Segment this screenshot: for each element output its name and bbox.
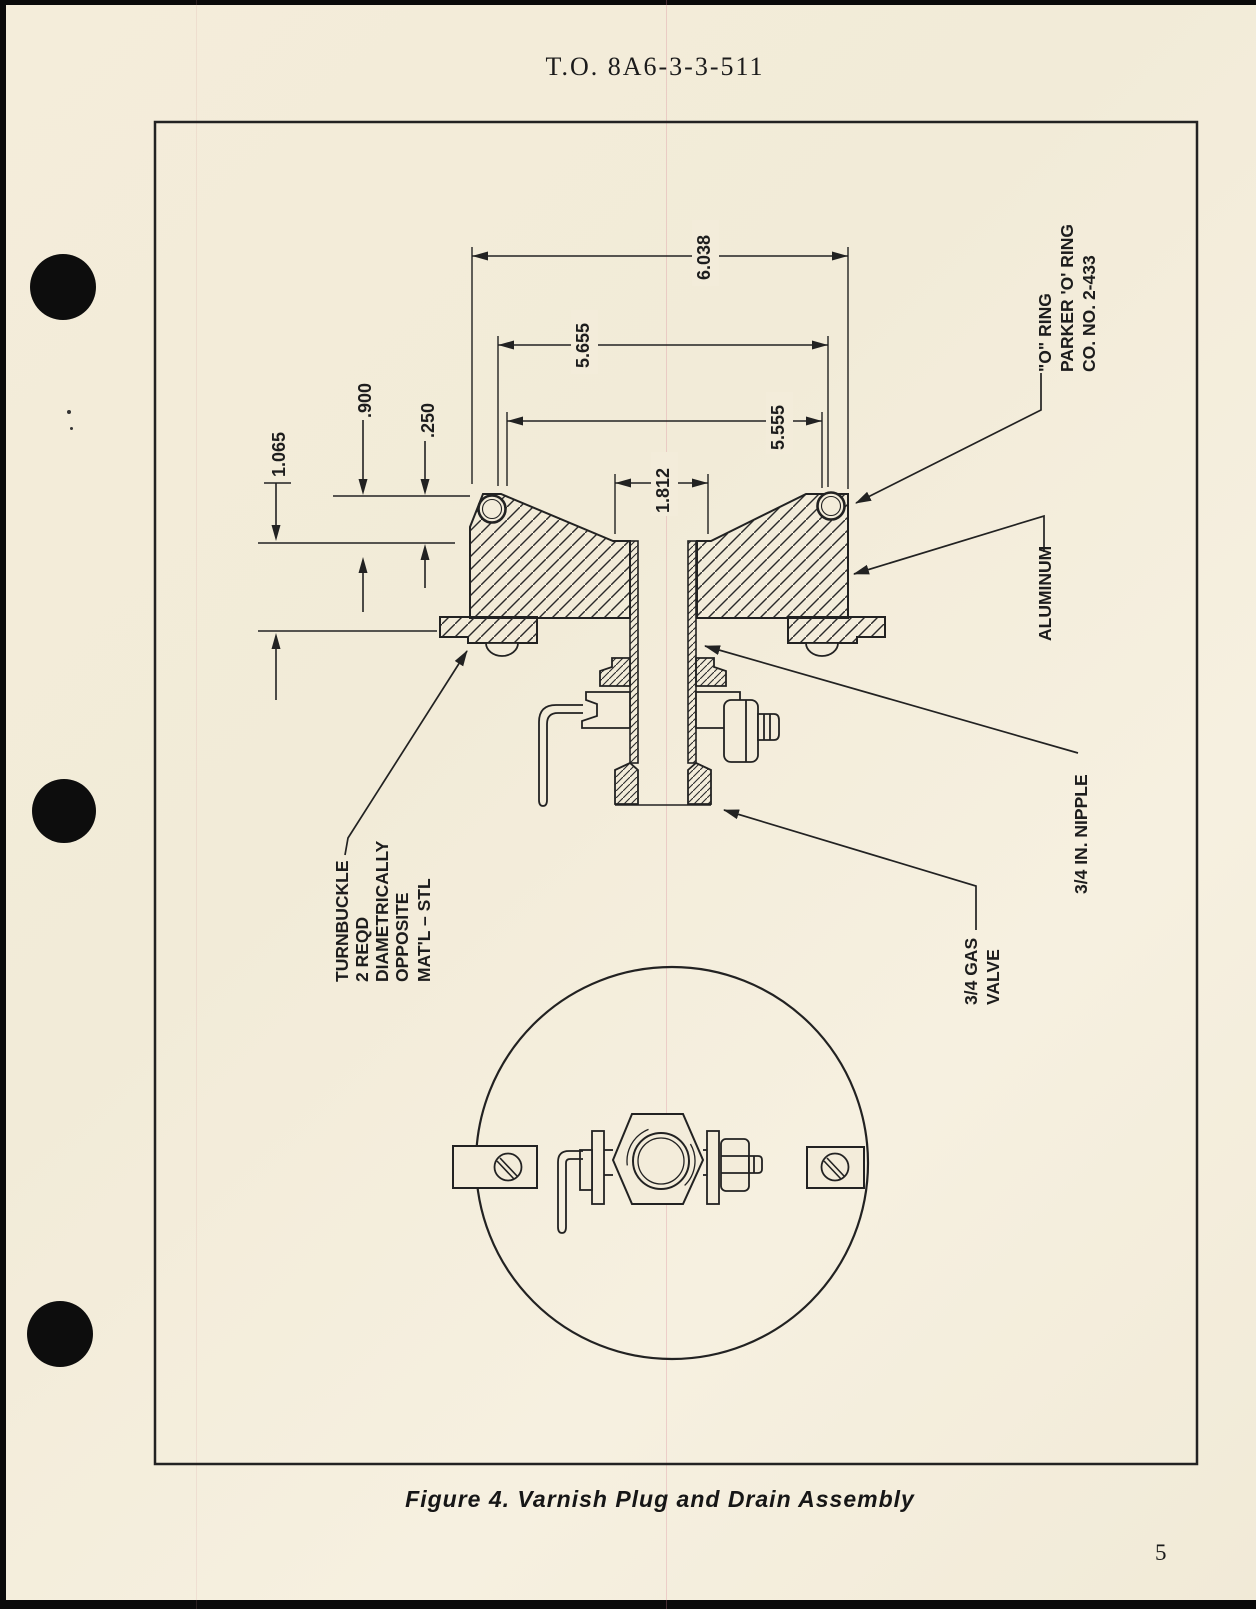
gas-valve-label-line2: VALVE — [983, 949, 1003, 1005]
page-number: 5 — [1155, 1540, 1167, 1565]
dimension-1065: 1.065 — [264, 432, 291, 700]
dim-6038-label: 6.038 — [694, 235, 714, 280]
aluminum-leader-line — [853, 514, 1045, 575]
punch-hole — [32, 779, 96, 843]
dim-250-label: .250 — [418, 403, 438, 438]
turnbuckle-label-line1: TURNBUCKLE — [332, 860, 352, 982]
dimension-900: .900 — [355, 383, 375, 612]
gas-valve-body — [581, 657, 780, 763]
dimension-250: .250 — [418, 403, 438, 588]
o-ring-leader-line — [855, 373, 1042, 504]
o-ring-label-line1: "O" RING — [1035, 293, 1055, 372]
turnbuckle-tab-left — [439, 616, 538, 657]
dimension-1812: 1.812 — [614, 452, 709, 534]
o-ring-label-line3: CO. NO. 2-433 — [1079, 255, 1099, 372]
scan-edge-left — [0, 0, 6, 1609]
dimension-5555: 5.555 — [506, 392, 823, 488]
plate-right-section — [696, 493, 849, 619]
scan-speck — [70, 427, 73, 430]
valve-handle — [538, 704, 583, 807]
turnbuckle-plan-right — [806, 1146, 865, 1189]
turnbuckle-leader-line — [344, 650, 468, 856]
gas-valve-label-line1: 3/4 GAS — [961, 938, 981, 1005]
gas-valve-leader-line — [723, 809, 977, 930]
bottom-plan-view — [452, 965, 870, 1361]
turnbuckle-tab-right — [787, 616, 886, 657]
turnbuckle-label-line3: DIAMETRICALLY — [372, 840, 392, 982]
turnbuckle-label-line4: OPPOSITE — [392, 893, 412, 982]
dim-1812-label: 1.812 — [653, 468, 673, 513]
dim-1065-label: 1.065 — [269, 432, 289, 477]
figure-border — [153, 120, 1199, 1466]
dimension-5655: 5.655 — [497, 310, 829, 487]
cross-section-view: 6.038 5.655 5.555 — [258, 220, 1099, 1005]
dim-900-label: .900 — [355, 383, 375, 418]
valve-right-flange — [703, 1130, 763, 1205]
o-ring-left — [477, 494, 507, 524]
nipple-tube — [614, 540, 712, 806]
aluminum-label: ALUMINUM — [1035, 546, 1055, 641]
figure-caption: Figure 4. Varnish Plug and Drain Assembl… — [405, 1486, 915, 1512]
to-number-header: T.O. 8A6-3-3-511 — [545, 52, 765, 81]
punch-hole — [30, 254, 96, 320]
nipple-label: 3/4 IN. NIPPLE — [1071, 774, 1091, 894]
hex-valve-body — [611, 1113, 705, 1205]
scan-fold-line — [196, 0, 197, 1609]
dim-5555-label: 5.555 — [768, 405, 788, 450]
punch-hole — [27, 1301, 93, 1367]
valve-handle-plan — [557, 1150, 583, 1234]
turnbuckle-label-line2: 2 REQD — [352, 917, 372, 982]
nipple-leader-line — [704, 645, 1079, 754]
dimension-6038: 6.038 — [471, 220, 849, 489]
turnbuckle-plan-left — [452, 1145, 538, 1189]
dim-5655-label: 5.655 — [573, 323, 593, 368]
scan-speck — [67, 410, 71, 414]
scan-edge-bottom — [0, 1600, 1256, 1609]
scan-edge-top — [0, 0, 1256, 5]
o-ring-right — [816, 491, 846, 521]
turnbuckle-label-line5: MAT'L – STL — [414, 878, 434, 982]
o-ring-label-line2: PARKER 'O' RING — [1057, 224, 1077, 372]
valve-left-flange — [579, 1130, 613, 1205]
